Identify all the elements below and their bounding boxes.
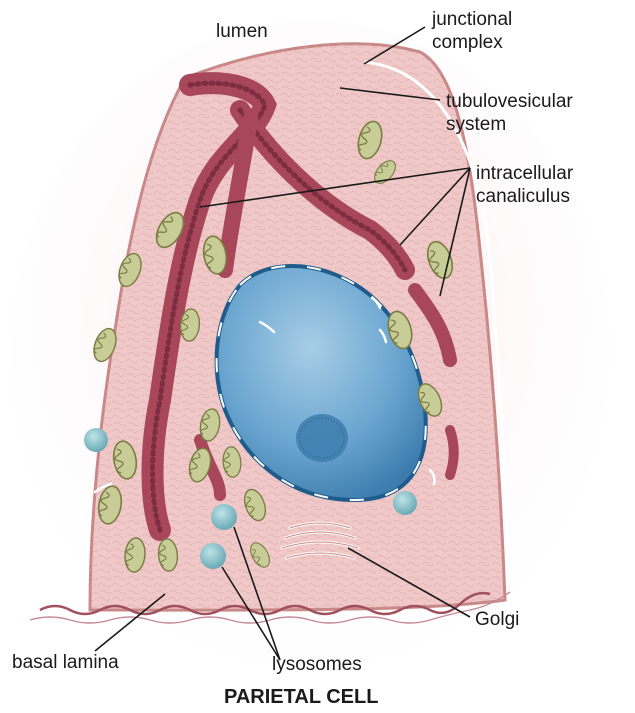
label-canaliculus-line1: intracellular [476,162,573,185]
label-golgi: Golgi [475,608,519,631]
label-basal-lamina: basal lamina [12,651,119,674]
label-lumen: lumen [216,20,268,43]
lysosome-icon [393,491,417,515]
label-junctional-complex-line2: complex [432,31,512,54]
lysosome-icon [200,543,226,569]
label-tubulovesicular-line2: system [446,113,573,136]
lysosome-icon [211,504,237,530]
lysosome-icon [84,428,108,452]
label-junctional-complex-line1: junctional [432,8,512,31]
label-tubulovesicular-system: tubulovesicular system [446,90,573,136]
label-tubulovesicular-line1: tubulovesicular [446,90,573,113]
label-junctional-complex: junctional complex [432,8,512,54]
label-lysosomes: lysosomes [272,653,362,676]
label-canaliculus-line2: canaliculus [476,185,573,208]
label-intracellular-canaliculus: intracellular canaliculus [476,162,573,208]
nucleolus [296,414,348,462]
diagram-title: PARIETAL CELL [224,686,378,709]
